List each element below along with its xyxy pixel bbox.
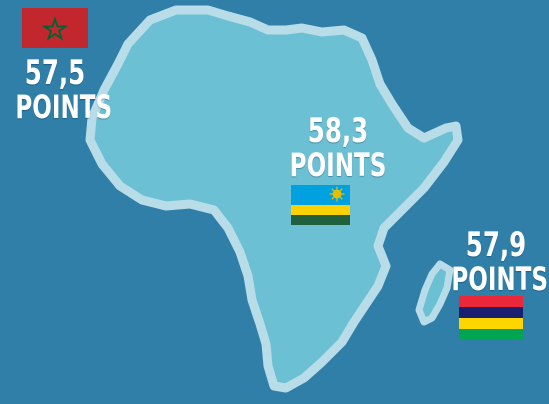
rwanda-flag — [291, 185, 350, 225]
morocco-score: 57,5 POINTS — [15, 53, 113, 126]
rwanda-score-unit: POINTS — [289, 146, 387, 184]
morocco-score-value: 57,5 — [24, 53, 86, 93]
madagascar-shape — [415, 260, 454, 326]
rwanda-score: 58,3 POINTS — [288, 114, 389, 181]
mauritius-score-unit: POINTS — [451, 260, 548, 298]
mauritius-score-value: 57,9 — [465, 225, 527, 265]
morocco-score-unit: POINTS — [15, 88, 113, 126]
rwanda-score-value: 58,3 — [307, 111, 369, 151]
morocco-flag — [22, 8, 88, 48]
mauritius-flag — [459, 296, 523, 340]
africa-continent-shape — [85, 5, 463, 393]
mauritius-score: 57,9 POINTS — [451, 225, 548, 298]
